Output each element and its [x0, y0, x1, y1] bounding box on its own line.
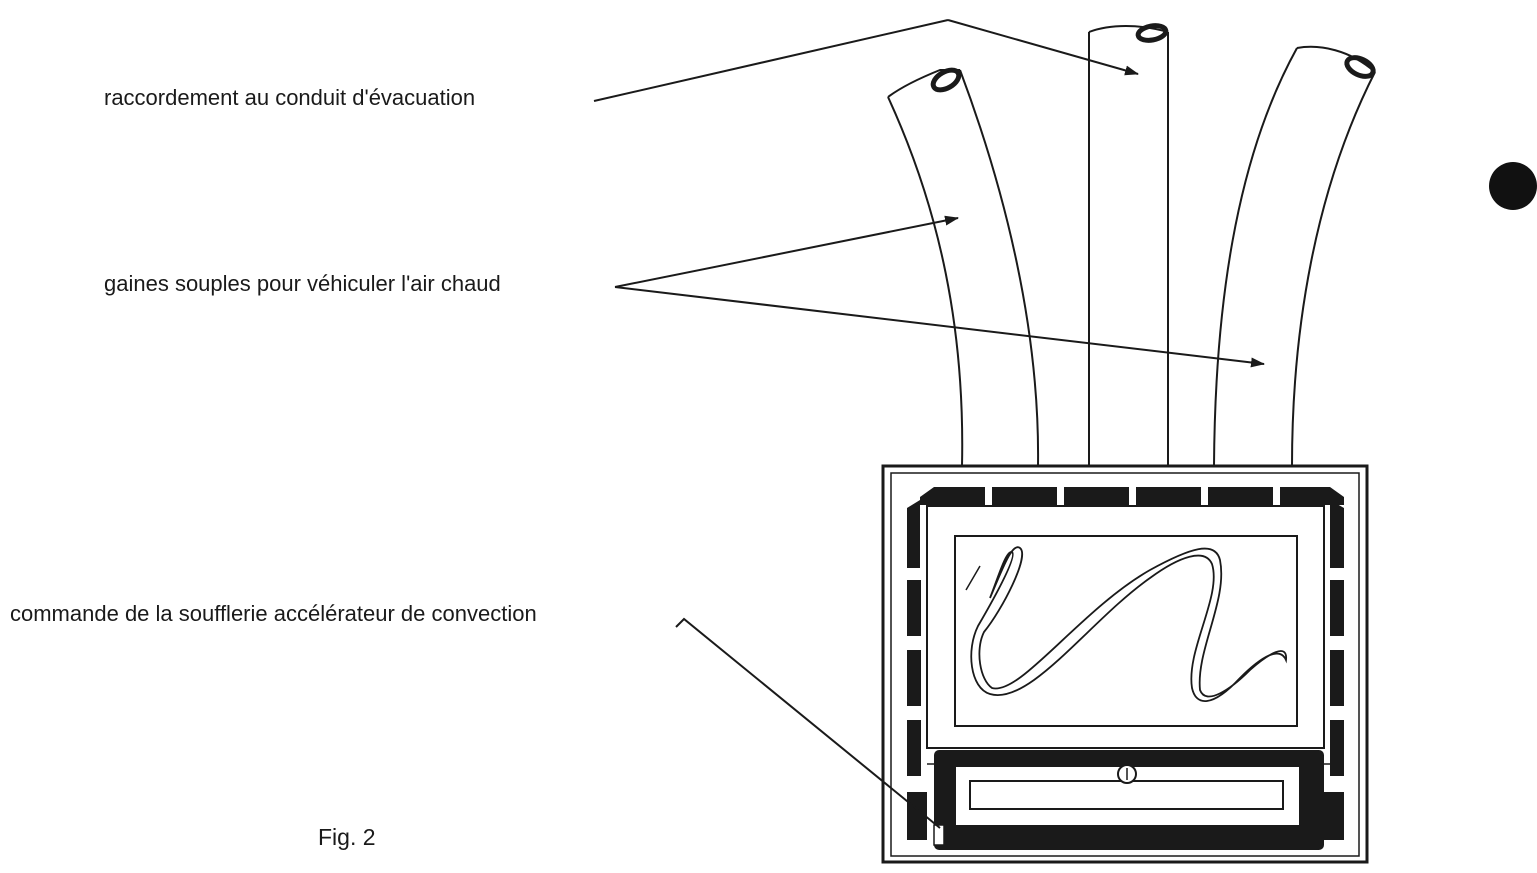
label-flexible-ducts: gaines souples pour véhiculer l'air chau… — [104, 271, 501, 296]
center-exhaust-pipe — [1088, 23, 1169, 466]
label-exhaust-connection: raccordement au conduit d'évacuation — [104, 85, 476, 110]
stove-insert — [881, 464, 1369, 864]
door-handle-icon — [1117, 764, 1137, 784]
label-blower-control: commande de la soufflerie accélérateur d… — [10, 601, 537, 626]
ash-drawer-inner — [969, 780, 1284, 810]
right-grille — [1324, 500, 1344, 840]
leader-lines — [593, 19, 1265, 829]
figure-caption: Fig. 2 — [318, 824, 376, 850]
left-flexible-duct — [887, 67, 1040, 467]
door-glass — [954, 535, 1298, 727]
blower-control-switch — [933, 824, 945, 846]
binder-hole-dot — [1489, 162, 1537, 210]
top-grille — [920, 487, 1344, 505]
glass-reflection — [970, 546, 1287, 703]
right-flexible-duct — [1213, 45, 1376, 467]
glass-streak — [965, 565, 981, 591]
